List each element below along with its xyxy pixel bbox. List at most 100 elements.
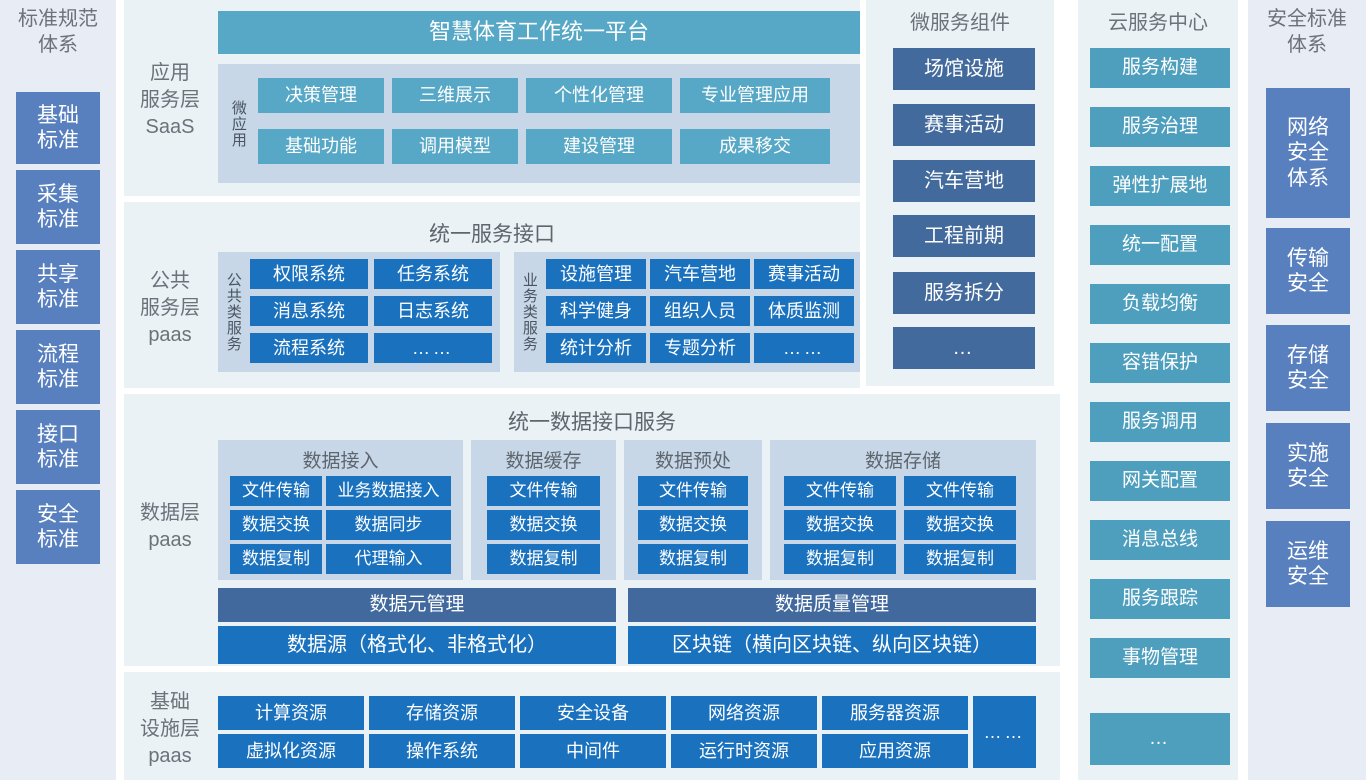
app-tile-3d[interactable]: 三维展示 xyxy=(392,78,518,113)
security-item-operations-line1: 运维 xyxy=(1287,539,1329,563)
standard-item-collection[interactable]: 采集标准 xyxy=(16,170,100,244)
cloud-tile-gateway-config-label: 网关配置 xyxy=(1121,470,1198,492)
microservice-tile-more[interactable]: … xyxy=(893,327,1035,369)
cloud-tile-elastic-scale[interactable]: 弹性扩展地 xyxy=(1090,166,1230,206)
infra-tile-application[interactable]: 应用资源 xyxy=(822,734,968,768)
security-item-implementation-line1: 实施 xyxy=(1287,441,1329,465)
biz-tile-fitness[interactable]: 科学健身 xyxy=(546,296,646,326)
data-preprocess-file-transfer[interactable]: 文件传输 xyxy=(638,476,748,506)
app-tile-professional-label: 专业管理应用 xyxy=(701,85,809,106)
app-tile-decision[interactable]: 决策管理 xyxy=(258,78,384,113)
infra-tile-more[interactable]: …… xyxy=(973,696,1036,768)
security-item-implementation[interactable]: 实施 安全 xyxy=(1266,423,1350,509)
metadata-management-bar[interactable]: 数据元管理 xyxy=(218,588,616,622)
infra-tile-security-device[interactable]: 安全设备 xyxy=(520,696,666,730)
biz-tile-facility[interactable]: 设施管理 xyxy=(546,259,646,289)
infra-tile-middleware[interactable]: 中间件 xyxy=(520,734,666,768)
microservice-tile-camp[interactable]: 汽车营地 xyxy=(893,160,1035,202)
app-tile-personalized[interactable]: 个性化管理 xyxy=(526,78,672,113)
cloud-tile-load-balance[interactable]: 负载均衡 xyxy=(1090,284,1230,324)
cloud-tile-gateway-config[interactable]: 网关配置 xyxy=(1090,461,1230,501)
microservice-tile-preliminary-label: 工程前期 xyxy=(924,224,1004,247)
data-access-replication[interactable]: 数据复制 xyxy=(230,544,322,574)
service-tile-log[interactable]: 日志系统 xyxy=(374,296,492,326)
app-tile-model-invoke[interactable]: 调用模型 xyxy=(392,129,518,164)
data-storage-exchange-1-label: 数据交换 xyxy=(806,515,874,535)
cloud-tile-service-invoke[interactable]: 服务调用 xyxy=(1090,402,1230,442)
security-item-operations[interactable]: 运维 安全 xyxy=(1266,521,1350,607)
cloud-tile-service-trace[interactable]: 服务跟踪 xyxy=(1090,579,1230,619)
data-storage-file-transfer-1[interactable]: 文件传输 xyxy=(784,476,896,506)
microservice-tile-split[interactable]: 服务拆分 xyxy=(893,272,1035,314)
standard-item-collection-line2: 标准 xyxy=(37,208,79,231)
service-tile-task[interactable]: 任务系统 xyxy=(374,259,492,289)
cloud-tile-governance[interactable]: 服务治理 xyxy=(1090,107,1230,147)
app-tile-professional[interactable]: 专业管理应用 xyxy=(680,78,830,113)
cloud-tile-build[interactable]: 服务构建 xyxy=(1090,48,1230,88)
biz-tile-statistics[interactable]: 统计分析 xyxy=(546,333,646,363)
standard-item-security[interactable]: 安全标准 xyxy=(16,490,100,564)
data-preprocess-exchange[interactable]: 数据交换 xyxy=(638,510,748,540)
infra-tile-server[interactable]: 服务器资源 xyxy=(822,696,968,730)
biz-tile-topic-analysis[interactable]: 专题分析 xyxy=(650,333,750,363)
data-cache-exchange[interactable]: 数据交换 xyxy=(487,510,600,540)
data-access-replication-label: 数据复制 xyxy=(242,549,310,569)
data-storage-file-transfer-2[interactable]: 文件传输 xyxy=(904,476,1016,506)
service-tile-more-public[interactable]: …… xyxy=(374,333,492,363)
data-cache-replication[interactable]: 数据复制 xyxy=(487,544,600,574)
data-access-sync[interactable]: 数据同步 xyxy=(326,510,451,540)
platform-banner[interactable]: 智慧体育工作统一平台 xyxy=(218,11,860,54)
biz-tile-more[interactable]: …… xyxy=(754,333,854,363)
biz-tile-physique[interactable]: 体质监测 xyxy=(754,296,854,326)
cloud-tile-unified-config[interactable]: 统一配置 xyxy=(1090,225,1230,265)
app-tile-construction[interactable]: 建设管理 xyxy=(526,129,672,164)
blockchain-bar[interactable]: 区块链（横向区块链、纵向区块链） xyxy=(628,626,1036,664)
microservice-tile-preliminary[interactable]: 工程前期 xyxy=(893,215,1035,257)
data-access-exchange[interactable]: 数据交换 xyxy=(230,510,322,540)
data-access-group-title: 数据接入 xyxy=(302,451,379,472)
data-source-bar[interactable]: 数据源（格式化、非格式化） xyxy=(218,626,616,664)
data-cache-file-transfer[interactable]: 文件传输 xyxy=(487,476,600,506)
service-tile-process[interactable]: 流程系统 xyxy=(250,333,368,363)
data-access-file-transfer[interactable]: 文件传输 xyxy=(230,476,322,506)
cloud-tile-more[interactable]: … xyxy=(1090,713,1230,765)
app-tile-handover[interactable]: 成果移交 xyxy=(680,129,830,164)
standard-item-process[interactable]: 流程标准 xyxy=(16,330,100,404)
service-tile-message[interactable]: 消息系统 xyxy=(250,296,368,326)
biz-tile-personnel[interactable]: 组织人员 xyxy=(650,296,750,326)
standard-item-basic[interactable]: 基础标准 xyxy=(16,92,100,164)
data-access-proxy-input[interactable]: 代理输入 xyxy=(326,544,451,574)
security-item-storage[interactable]: 存储 安全 xyxy=(1266,325,1350,411)
infra-tile-virtualization[interactable]: 虚拟化资源 xyxy=(218,734,364,768)
infra-tile-storage[interactable]: 存储资源 xyxy=(369,696,515,730)
data-preprocess-replication[interactable]: 数据复制 xyxy=(638,544,748,574)
data-access-business-data[interactable]: 业务数据接入 xyxy=(326,476,451,506)
standard-item-sharing[interactable]: 共享标准 xyxy=(16,250,100,324)
biz-tile-facility-label: 设施管理 xyxy=(560,263,632,284)
data-storage-replication-1[interactable]: 数据复制 xyxy=(784,544,896,574)
infra-tile-server-label: 服务器资源 xyxy=(850,702,940,723)
microservice-tile-event[interactable]: 赛事活动 xyxy=(893,104,1035,146)
infra-tile-compute[interactable]: 计算资源 xyxy=(218,696,364,730)
infra-tile-os[interactable]: 操作系统 xyxy=(369,734,515,768)
security-item-implementation-line2: 安全 xyxy=(1287,467,1329,490)
cloud-tile-message-bus[interactable]: 消息总线 xyxy=(1090,520,1230,560)
cloud-tile-fault-tolerance[interactable]: 容错保护 xyxy=(1090,343,1230,383)
biz-tile-camp[interactable]: 汽车营地 xyxy=(650,259,750,289)
data-storage-exchange-2[interactable]: 数据交换 xyxy=(904,510,1016,540)
data-storage-exchange-1[interactable]: 数据交换 xyxy=(784,510,896,540)
infra-tile-network[interactable]: 网络资源 xyxy=(671,696,817,730)
standard-item-interface[interactable]: 接口标准 xyxy=(16,410,100,484)
data-storage-replication-2[interactable]: 数据复制 xyxy=(904,544,1016,574)
cloud-tile-transaction[interactable]: 事物管理 xyxy=(1090,638,1230,678)
service-tile-permission[interactable]: 权限系统 xyxy=(250,259,368,289)
data-quality-management-bar[interactable]: 数据质量管理 xyxy=(628,588,1036,622)
microservice-tile-venue[interactable]: 场馆设施 xyxy=(893,48,1035,90)
security-item-transmission[interactable]: 传输 安全 xyxy=(1266,228,1350,314)
biz-tile-event[interactable]: 赛事活动 xyxy=(754,259,854,289)
cloud-column-title-text: 云服务中心 xyxy=(1108,12,1208,34)
security-item-network[interactable]: 网络 安全 体系 xyxy=(1266,88,1350,218)
app-tile-basic-function[interactable]: 基础功能 xyxy=(258,129,384,164)
infra-tile-runtime[interactable]: 运行时资源 xyxy=(671,734,817,768)
